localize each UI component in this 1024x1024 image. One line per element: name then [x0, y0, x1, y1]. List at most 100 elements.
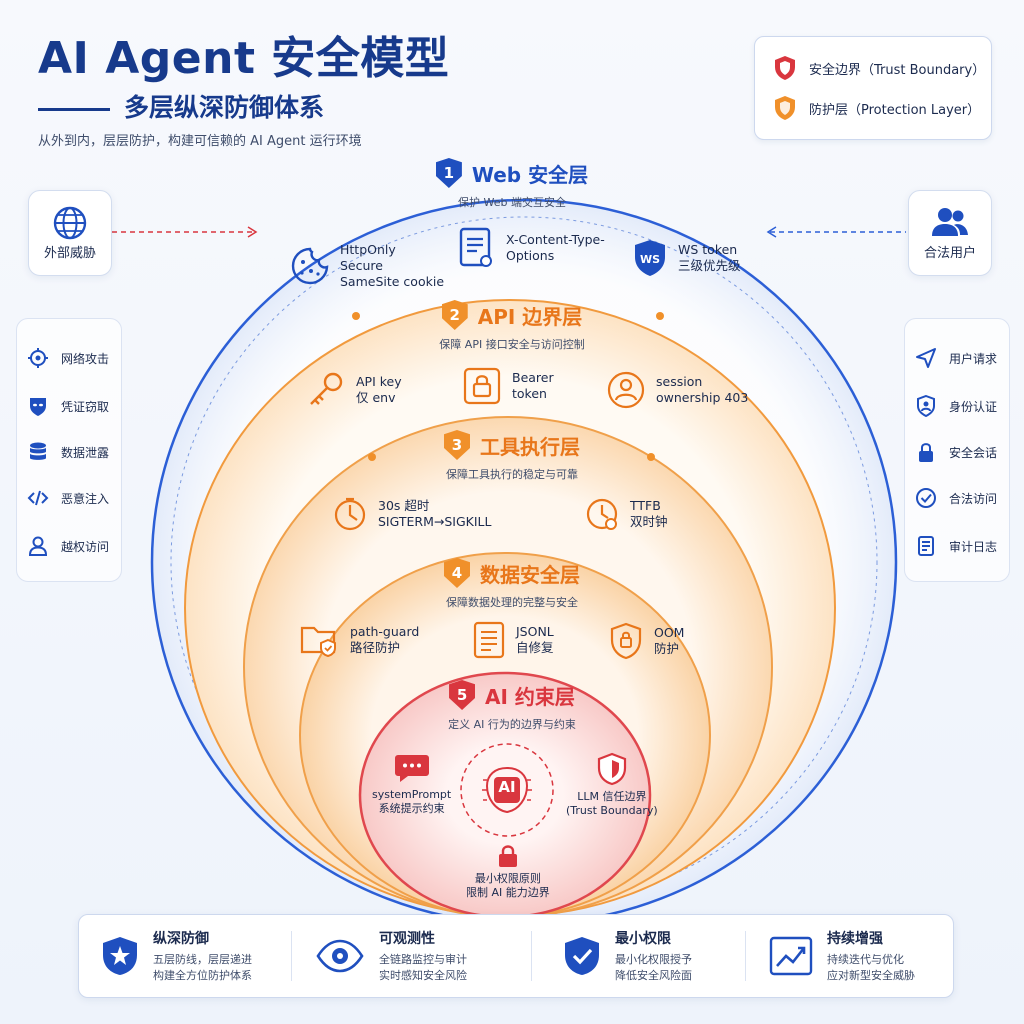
eye-icon [316, 939, 364, 973]
code-icon [27, 490, 49, 506]
key-icon [310, 372, 343, 405]
database-icon [30, 442, 46, 460]
file-lines-icon [473, 621, 505, 659]
layer-data-header: 4 数据安全层 保障数据处理的完整与安全 [0, 558, 1024, 610]
ws-shield-icon: WS [635, 240, 665, 276]
layer-ai-item-llm-trust: LLM 信任边界(Trust Boundary) [566, 752, 658, 818]
layer-tools-header: 3 工具执行层 保障工具执行的稳定与可靠 [0, 430, 1024, 482]
orange-shield-icon [775, 96, 795, 120]
layer-title: 工具执行层 [480, 434, 580, 459]
layer-title: AI 约束层 [485, 684, 575, 709]
layer-web-header: 1 Web 安全层 保护 Web 端交互安全 [0, 158, 1024, 210]
user-action-item: 身份认证 [915, 395, 997, 417]
svg-text:WS: WS [640, 253, 660, 266]
layer-title: Web 安全层 [471, 162, 589, 187]
legend-item-trust-boundary: 安全边界（Trust Boundary） [773, 55, 985, 81]
legit-user-label: 合法用户 [923, 246, 976, 261]
threat-item: 恶意注入 [27, 487, 109, 509]
layer-desc: 定义 AI 行为的边界与约束 [448, 718, 576, 731]
page-subtitle: 多层纵深防御体系 [38, 88, 324, 124]
title-dash [38, 107, 110, 111]
cookie-icon [291, 247, 329, 285]
threat-item: 网络攻击 [27, 347, 109, 369]
principle-observability: 可观测性全链路监控与审计实时感知安全风险 [315, 915, 467, 997]
user-shield-icon [917, 395, 935, 417]
legend: 安全边界（Trust Boundary） 防护层（Protection Laye… [754, 36, 992, 140]
layer-number-badge: 5 [449, 680, 476, 710]
folder-shield-icon [300, 626, 336, 658]
layer-title: 数据安全层 [480, 562, 580, 587]
lock-box-icon [463, 367, 501, 405]
threat-list: 网络攻击 凭证窃取 数据泄露 恶意注入 越权访问 [16, 318, 122, 582]
red-shield-icon [775, 56, 795, 80]
page-tagline: 从外到内，层层防护，构建可信赖的 AI Agent 运行环境 [38, 134, 362, 149]
layer-desc: 保障数据处理的完整与安全 [446, 596, 578, 609]
legend-item-protection-layer: 防护层（Protection Layer） [773, 95, 980, 121]
user-circle-icon [607, 371, 645, 409]
users-icon [932, 208, 968, 236]
user-action-list: 用户请求 身份认证 安全会话 合法访问 审计日志 [904, 318, 1010, 582]
log-icon [918, 536, 934, 556]
threat-item: 越权访问 [27, 535, 109, 557]
user-action-item: 审计日志 [915, 535, 997, 557]
external-threat-label: 外部威胁 [43, 246, 96, 261]
check-shield-icon [565, 937, 599, 975]
layer-number-badge: 4 [444, 558, 470, 588]
layer-title: API 边界层 [477, 304, 583, 329]
principle-least-privilege: 最小权限最小化权限授予降低安全风险面 [563, 915, 692, 997]
ai-core-ring [460, 743, 554, 837]
layer-number-badge: 3 [444, 430, 470, 460]
layer-ai-header: 5 AI 约束层 定义 AI 行为的边界与约束 [0, 680, 1024, 732]
padlock-icon [498, 845, 517, 867]
layer-ai-item-least-privilege: 最小权限原则限制 AI 能力边界 [466, 844, 550, 900]
send-icon [916, 348, 936, 368]
trend-icon [769, 936, 813, 976]
timer-icon [334, 497, 366, 531]
lock-icon [919, 443, 933, 462]
chat-icon [394, 755, 429, 782]
document-icon [459, 227, 492, 267]
principles-bar: 纵深防御五层防线，层层递进构建全方位防护体系 可观测性全链路监控与审计实时感知安… [78, 914, 954, 998]
layer-desc: 保护 Web 端交互安全 [458, 196, 566, 209]
layer-api-header: 2 API 边界层 保障 API 接口安全与访问控制 [0, 300, 1024, 352]
threat-item: 凭证窃取 [27, 395, 109, 417]
user-action-item: 安全会话 [915, 441, 997, 463]
mask-icon [30, 398, 46, 416]
page-title: AI Agent 安全模型 [38, 33, 450, 84]
layer-desc: 保障工具执行的稳定与可靠 [446, 468, 578, 481]
user-icon [28, 536, 48, 556]
layer-web-item-content-type: X-Content-Type-Options [456, 226, 605, 270]
clock-icon [586, 498, 618, 530]
ai-core-label: AI [498, 778, 516, 796]
memory-shield-icon [610, 622, 642, 660]
shield-alert-icon [597, 752, 626, 786]
legit-user-card: 合法用户 [908, 190, 992, 276]
ai-brain-chip-icon [482, 766, 532, 814]
check-circle-icon [916, 488, 936, 508]
star-shield-icon [103, 937, 137, 975]
legend-label: 防护层（Protection Layer） [809, 102, 981, 118]
subtitle-text: 多层纵深防御体系 [124, 93, 325, 122]
layer-number-badge: 1 [435, 158, 462, 188]
principle-defense-in-depth: 纵深防御五层防线，层层递进构建全方位防护体系 [101, 915, 252, 997]
layer-number-badge: 2 [441, 300, 468, 330]
user-action-item: 合法访问 [915, 487, 997, 509]
principle-continuous-improvement: 持续增强持续迭代与优化应对新型安全威胁 [769, 915, 915, 997]
external-threat-card: 外部威胁 [28, 190, 112, 276]
user-action-item: 用户请求 [915, 347, 997, 369]
layer-desc: 保障 API 接口安全与访问控制 [439, 338, 585, 351]
target-icon [28, 348, 48, 368]
threat-item: 数据泄露 [27, 441, 109, 463]
ai-core-chip: AI [481, 764, 533, 816]
